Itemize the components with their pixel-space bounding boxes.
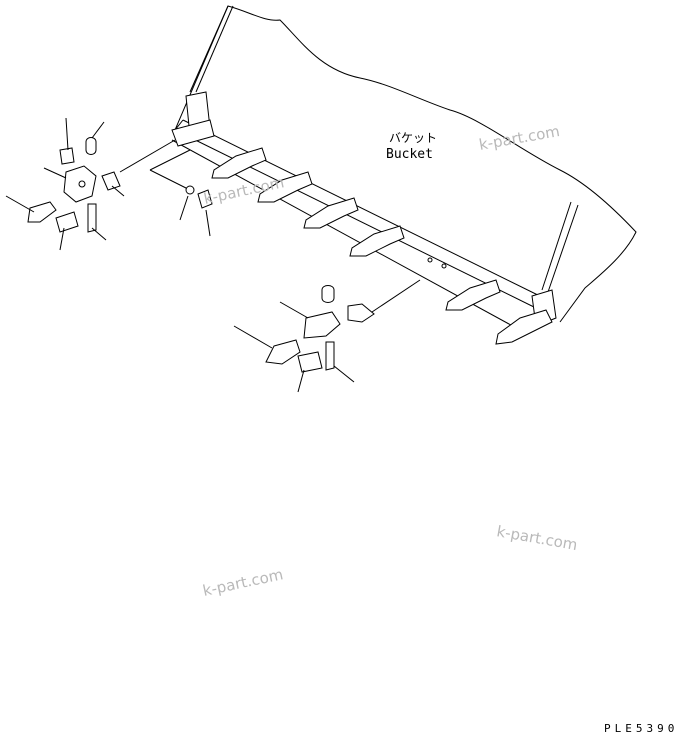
drawing-code: PLE5390 (604, 722, 676, 735)
bucket-label-jp: バケット (389, 131, 437, 145)
bar-hole (441, 263, 447, 269)
watermark: k-part.com (202, 173, 286, 208)
middle-small-parts (185, 185, 213, 209)
bucket-outline (174, 5, 637, 323)
watermark: k-part.com (201, 565, 285, 600)
left-end-plate (171, 91, 215, 147)
watermark: k-part.com (495, 522, 579, 554)
left-exploded-parts (27, 137, 191, 233)
watermark: k-part.com (478, 122, 562, 154)
bucket-label-en: Bucket (386, 147, 433, 162)
bar-hole (427, 257, 433, 263)
bucket-teeth (211, 147, 553, 345)
leader-lines (5, 117, 355, 393)
right-exploded-parts (265, 279, 421, 373)
